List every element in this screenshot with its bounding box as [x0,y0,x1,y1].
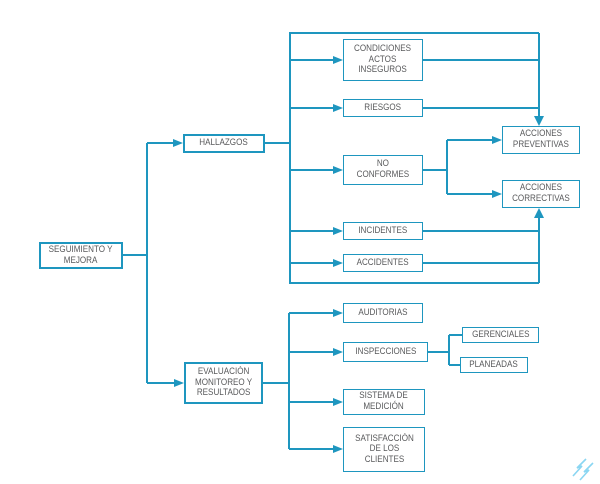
node-accidentes: ACCIDENTES [343,254,423,272]
node-label: SISTEMA DE MEDICIÓN [359,390,409,412]
node-sistema-de-medicion: SISTEMA DE MEDICIÓN [343,389,425,415]
node-hallazgos: HALLAZGOS [183,134,265,153]
node-inspecciones: INSPECCIONES [343,342,428,362]
node-label: AUDITORIAS [358,306,408,318]
node-label: CONDICIONES ACTOS INSEGUROS [354,43,412,76]
node-label: SATISFACCIÓN DE LOS CLIENTES [354,432,414,465]
node-label: SEGUIMIENTO Y MEJORA [49,243,113,266]
node-acciones-preventivas: ACCIONES PREVENTIVAS [502,126,580,154]
node-label: ACCIDENTES [356,256,410,268]
node-label: INCIDENTES [358,224,408,236]
node-label: ACCIONES PREVENTIVAS [513,128,569,150]
arrowheads [173,56,544,453]
node-seguimiento-y-mejora: SEGUIMIENTO Y MEJORA [39,242,123,269]
node-gerenciales: GERENCIALES [462,327,539,343]
watermark-icon [572,458,594,481]
node-label: GERENCIALES [471,328,530,340]
node-acciones-correctivas: ACCIONES CORRECTIVAS [502,180,580,208]
node-label: INSPECCIONES [354,345,417,357]
node-label: NO CONFORMES [356,158,410,180]
node-auditorias: AUDITORIAS [343,303,423,323]
node-riesgos: RIESGOS [343,99,423,117]
node-label: EVALUACIÓN MONITOREO Y RESULTADOS [194,366,253,399]
node-incidentes: INCIDENTES [343,222,423,240]
node-satisfaccion-de-los-clientes: SATISFACCIÓN DE LOS CLIENTES [343,427,425,472]
node-label: RIESGOS [364,101,402,113]
node-evaluacion-monitoreo-y-resultados: EVALUACIÓN MONITOREO Y RESULTADOS [184,362,263,404]
node-condiciones-actos-inseguros: CONDICIONES ACTOS INSEGUROS [343,39,423,81]
node-label: ACCIONES CORRECTIVAS [512,182,570,204]
node-planeadas: PLANEADAS [460,357,528,373]
node-no-conformes: NO CONFORMES [343,155,423,185]
node-label: HALLAZGOS [199,137,249,149]
node-label: PLANEADAS [469,358,519,370]
